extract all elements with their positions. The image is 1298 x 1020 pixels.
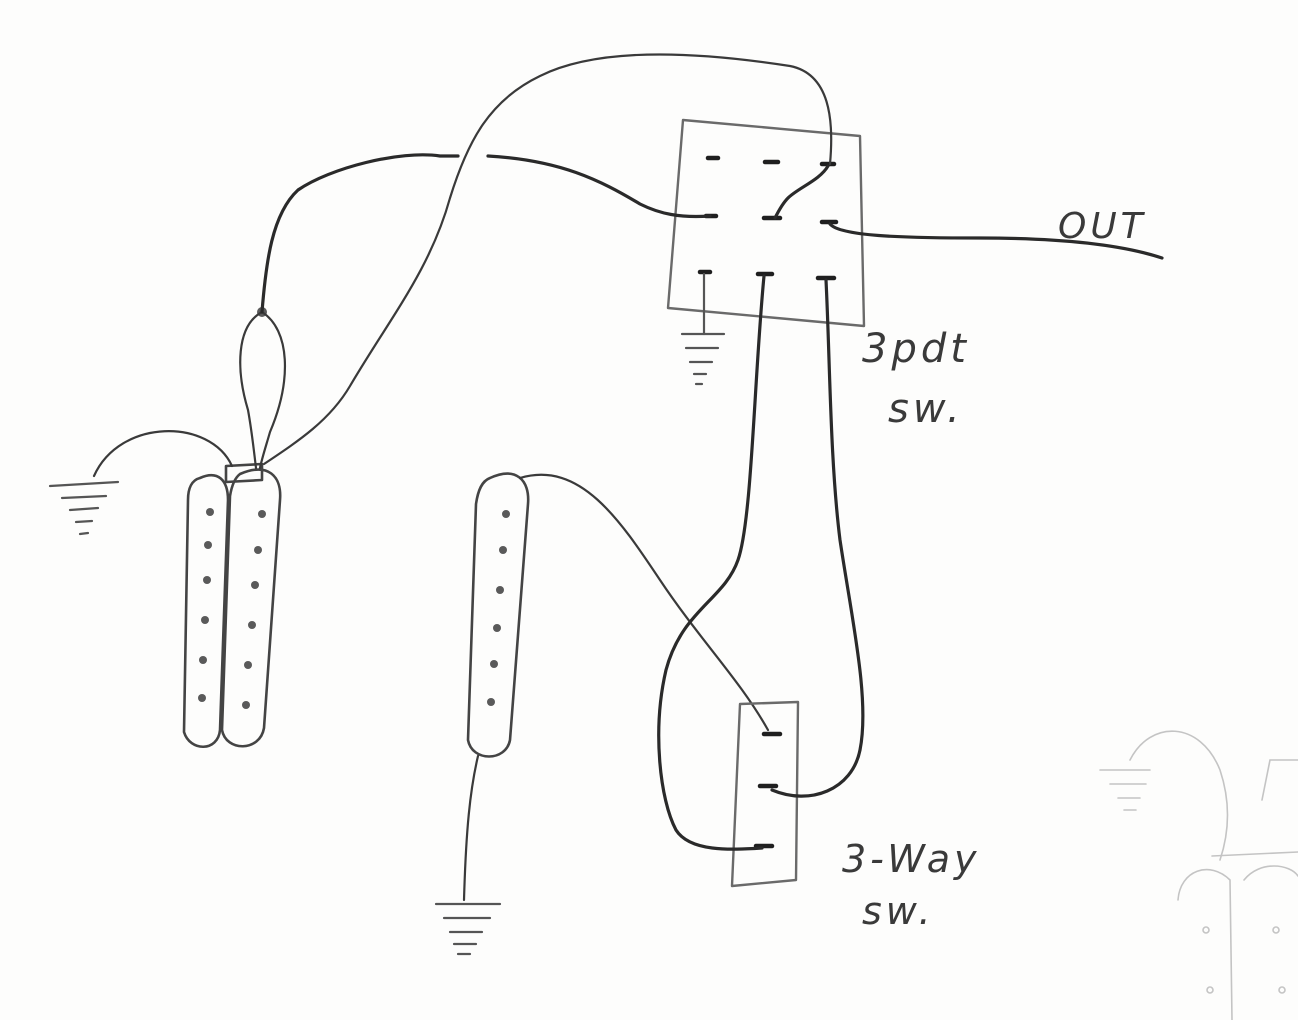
ground-symbol-humbucker	[48, 480, 120, 536]
single-coil-pole-5	[490, 660, 498, 668]
humbucker-pole-l3	[203, 576, 211, 584]
humbucker-pole-l5	[199, 656, 207, 664]
ground-symbol-single-coil	[434, 902, 502, 956]
single-coil-body	[466, 472, 530, 758]
single-coil-pole-2	[499, 546, 507, 554]
humbucker-lead-loop-b	[258, 310, 286, 470]
humbucker-coil-tap-wire	[262, 53, 833, 466]
humbucker-pole-r5	[244, 661, 252, 669]
faint-background-sketch	[1099, 730, 1298, 1020]
3pdt-to-3way-wire-b	[770, 278, 865, 798]
single-coil-pole-1	[502, 510, 510, 518]
single-coil-ground-wire	[462, 754, 480, 902]
single-coil-pole-6	[487, 698, 495, 706]
3pdt-switch	[666, 118, 866, 328]
humbucker-bridge	[224, 462, 264, 484]
single-coil-pole-4	[493, 624, 501, 632]
3-way-switch	[730, 700, 800, 888]
humbucker-pole-r4	[248, 621, 256, 629]
out-label: OUT	[1058, 206, 1147, 247]
3-way-switch-body	[730, 700, 800, 888]
humbucker-pole-l1	[206, 508, 214, 516]
humbucker-coil-left	[182, 473, 230, 748]
humbucker-ground-wire	[92, 430, 234, 478]
3way-label-line2: sw.	[862, 889, 935, 933]
single-coil-pickup	[466, 472, 530, 758]
humbucker-pole-l6	[198, 694, 206, 702]
humbucker-pole-r1	[258, 510, 266, 518]
3pdt-jumper	[773, 164, 830, 220]
humbucker-pickup	[182, 307, 282, 748]
single-coil-hot-wire	[518, 473, 770, 732]
humbucker-pole-l2	[204, 541, 212, 549]
ground-symbol-3pdt	[680, 272, 726, 386]
3pdt-label-line2: sw.	[888, 386, 964, 432]
humbucker-pole-l4	[201, 616, 209, 624]
output-wire	[828, 222, 1164, 260]
humbucker-hot-wire	[260, 153, 460, 314]
humbucker-hot-wire-b	[486, 154, 712, 219]
3pdt-label-line1: 3pdt	[862, 326, 970, 372]
3way-label-line1: 3-Way	[842, 837, 981, 881]
humbucker-pole-r3	[251, 581, 259, 589]
humbucker-pole-r6	[242, 701, 250, 709]
humbucker-pole-r2	[254, 546, 262, 554]
single-coil-pole-3	[496, 586, 504, 594]
humbucker-coil-right	[220, 468, 282, 748]
3pdt-switch-body	[666, 118, 866, 328]
3pdt-to-3way-wire-a	[657, 274, 766, 851]
humbucker-lead-loop-a	[239, 310, 264, 470]
